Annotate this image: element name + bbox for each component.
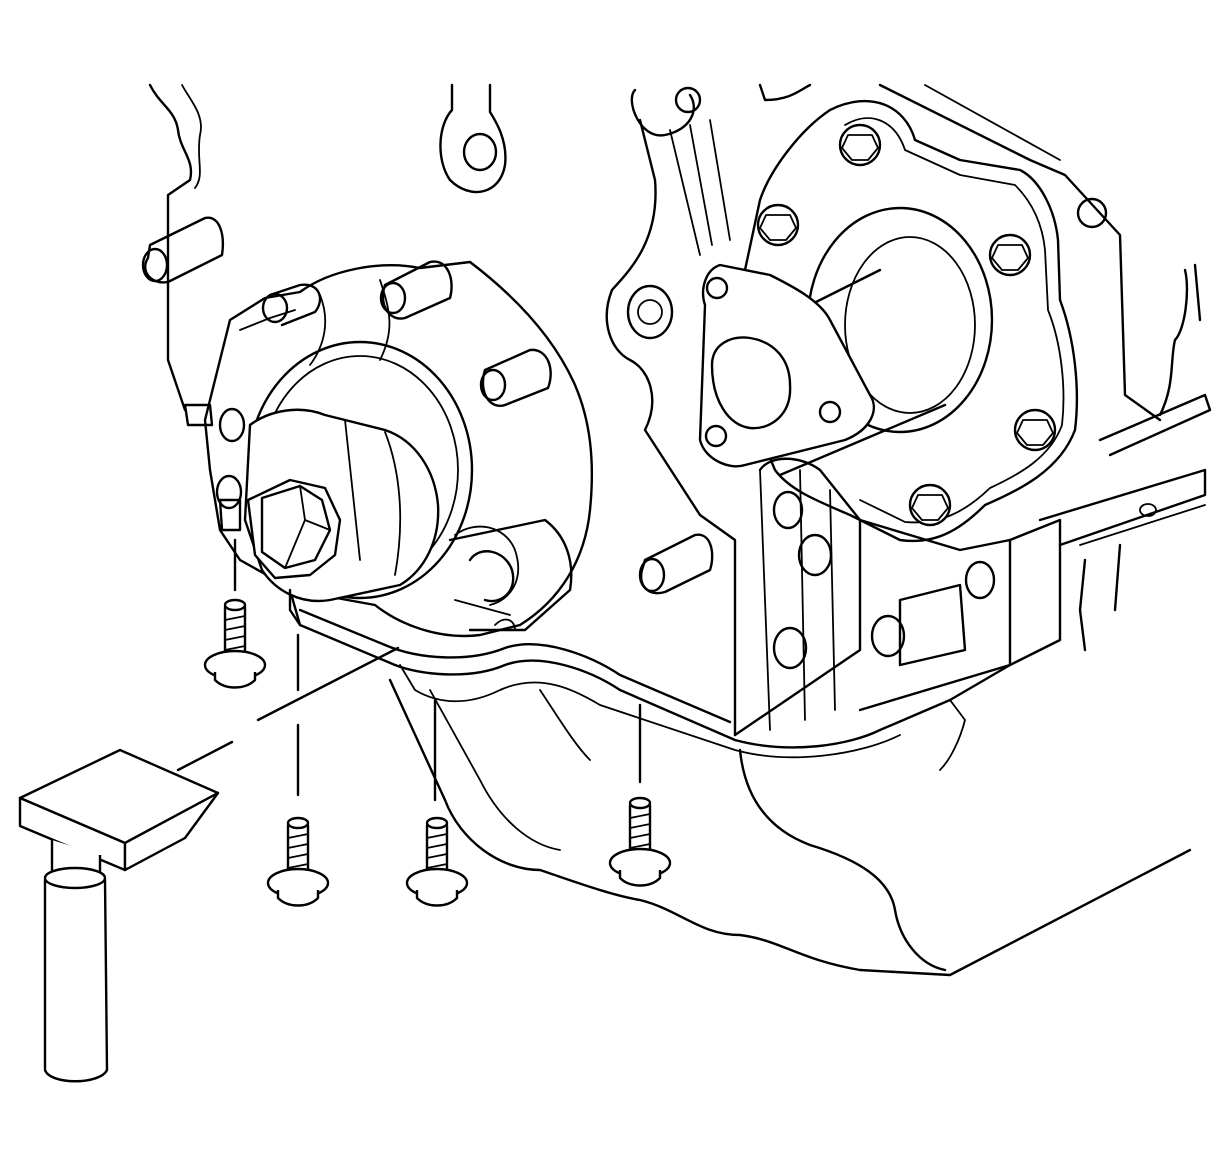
explode-lines [176,538,642,802]
hex-bolt-icon [246,478,342,580]
timing-cover-icon [698,99,1079,543]
flange-bolt-icon [203,598,672,907]
engine-block-icon [141,83,1212,737]
jack-stand-icon [18,748,220,1083]
oil-pan-icon [288,588,1192,977]
flange-bolt-icon [756,123,1057,527]
pump-icon [183,260,594,638]
